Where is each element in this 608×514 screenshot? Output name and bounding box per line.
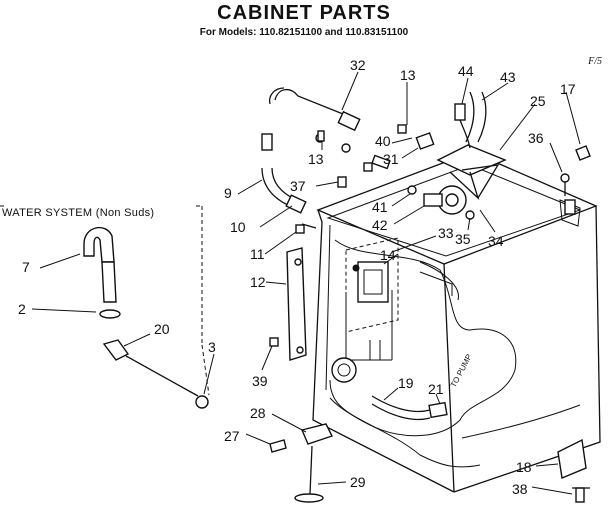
callout-19: 19 <box>398 375 414 391</box>
leader-lines <box>31 71 581 495</box>
callout-39: 39 <box>252 373 268 389</box>
callout-33: 33 <box>438 225 454 241</box>
callout-13-left: 13 <box>308 151 324 167</box>
water-system-box <box>0 205 210 396</box>
callout-14: 14 <box>380 247 396 263</box>
callout-42: 42 <box>372 217 388 233</box>
timer-33 <box>345 237 399 333</box>
callout-38: 38 <box>512 481 528 497</box>
bracket-12 <box>286 247 307 361</box>
callout-40: 40 <box>375 133 391 149</box>
callout-35: 35 <box>455 231 471 247</box>
callout-44: 44 <box>458 63 474 79</box>
water-system-parts <box>83 226 209 409</box>
callout-21: 21 <box>428 381 444 397</box>
callout-37: 37 <box>290 178 306 194</box>
callout-34: 34 <box>488 233 504 249</box>
figure-reference: F/5 <box>588 56 602 67</box>
callout-25: 25 <box>530 93 546 109</box>
callout-9: 9 <box>224 185 232 201</box>
callout-43: 43 <box>500 69 516 85</box>
model-subtitle: For Models: 110.82151100 and 110.8315110… <box>199 27 409 38</box>
callout-36: 36 <box>528 130 544 146</box>
fill-tube-9 <box>261 133 317 229</box>
callout-10: 10 <box>230 219 246 235</box>
callout-41: 41 <box>372 199 388 215</box>
callout-29: 29 <box>350 474 366 490</box>
water-system-label: WATER SYSTEM (Non Suds) <box>2 207 155 219</box>
cabinet-body <box>312 151 601 493</box>
callout-27: 27 <box>224 428 240 444</box>
to-pump-annotation: TO PUMP <box>449 353 474 389</box>
callout-7: 7 <box>22 259 30 275</box>
callout-2: 2 <box>18 301 26 317</box>
callout-28: 28 <box>250 405 266 421</box>
callout-12: 12 <box>250 274 266 290</box>
callout-13-top: 13 <box>400 67 416 83</box>
callout-32: 32 <box>350 57 366 73</box>
callout-18: 18 <box>516 459 532 475</box>
callout-31: 31 <box>383 151 399 167</box>
hose-32 <box>268 87 361 153</box>
callout-20: 20 <box>154 321 170 337</box>
drain-hose-19 <box>331 357 448 421</box>
screws <box>269 124 407 347</box>
panel-18 <box>557 438 590 503</box>
callout-11: 11 <box>250 246 265 262</box>
leg-assembly <box>269 423 333 503</box>
callout-17: 17 <box>560 81 576 97</box>
page-title: CABINET PARTS <box>217 2 391 24</box>
top-assembly <box>371 91 591 220</box>
callout-3: 3 <box>208 339 216 355</box>
